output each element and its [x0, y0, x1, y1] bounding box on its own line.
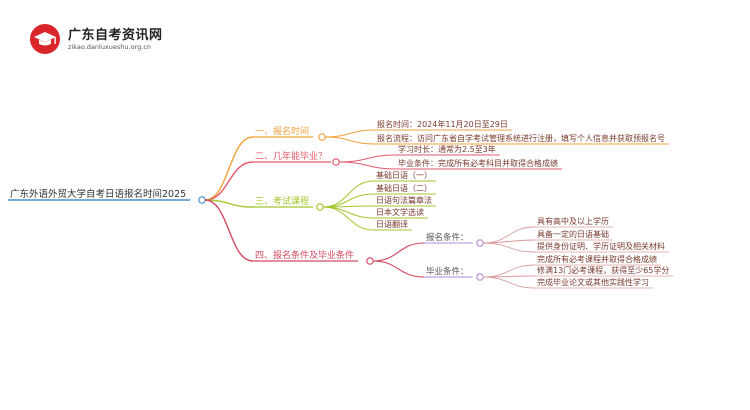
group-1-node [476, 239, 484, 247]
connector-line [482, 264, 536, 278]
root-node [198, 196, 206, 204]
connector-line [372, 242, 425, 262]
connector-line [482, 276, 536, 289]
connector-line [338, 161, 397, 170]
branch-3-item: 日语句法篇章法 [376, 195, 432, 205]
branch-3-item: 日语翻译 [376, 219, 408, 229]
connector-line [372, 260, 425, 278]
branch-3-item: 日本文学选读 [376, 207, 424, 217]
root-topic: 广东外语外贸大学自考日语报名时间2025 [10, 188, 186, 200]
connector-line [322, 193, 375, 208]
connector-line [482, 226, 536, 244]
branch-2-item: 学习时长：通常为2.5至3年 [398, 144, 496, 154]
branch-3-item: 基础日语（二） [376, 183, 432, 193]
connector-line [204, 136, 254, 201]
connector-line [324, 129, 376, 138]
branch-3-item: 基础日语（一） [376, 170, 432, 180]
branch-3-label: 三、考试课程 [255, 195, 309, 207]
brand-url: zikao.danluxueshu.org.cn [68, 43, 152, 51]
branch-2-item: 毕业条件：完成所有必考科目并取得合格成绩 [398, 158, 558, 168]
group-2-label: 毕业条件： [426, 266, 469, 277]
branch-1-node [318, 133, 326, 141]
connector-line [322, 206, 375, 219]
branch-4-label: 四、报名条件及毕业条件 [255, 249, 354, 261]
logo-graduation-cap-icon [30, 24, 60, 54]
branch-1-label: 一、报名时间 [255, 125, 309, 137]
group-1-item: 具有高中及以上学历 [537, 216, 609, 226]
branch-4-node [366, 257, 374, 265]
group-2-item: 修满13门必考课程，获得至少65学分 [537, 265, 669, 275]
branch-1-item: 报名时间：2024年11月20日至29日 [377, 119, 508, 129]
branch-3-node [316, 203, 324, 211]
connector-line [338, 154, 397, 163]
group-2-item: 完成毕业论文或其他实践性学习 [537, 277, 649, 287]
branch-2-label: 二、几年能毕业？ [255, 150, 327, 162]
brand-name: 广东自考资讯网 [68, 28, 163, 43]
group-1-label: 报名条件： [426, 232, 469, 243]
group-2-node [476, 273, 484, 281]
connector-line [482, 239, 536, 244]
group-1-item: 具备一定的日语基础 [537, 229, 609, 239]
connector-line [322, 206, 375, 231]
site-logo[interactable]: 广东自考资讯网 zikao.danluxueshu.org.cn [28, 22, 208, 58]
connector-line [482, 242, 536, 253]
connector-line [204, 199, 254, 208]
branch-1-item: 报名流程：访问广东省自学考试管理系统进行注册，填写个人信息并获取预报名号 [377, 133, 665, 143]
group-1-item: 提供身份证明、学历证明及相关材料 [537, 241, 665, 251]
group-2-item: 完成所有必考课程并取得合格成绩 [537, 254, 657, 264]
branch-2-node [332, 158, 340, 166]
connector-line [204, 161, 254, 201]
connector-line [324, 136, 376, 145]
connector-line [204, 199, 254, 262]
